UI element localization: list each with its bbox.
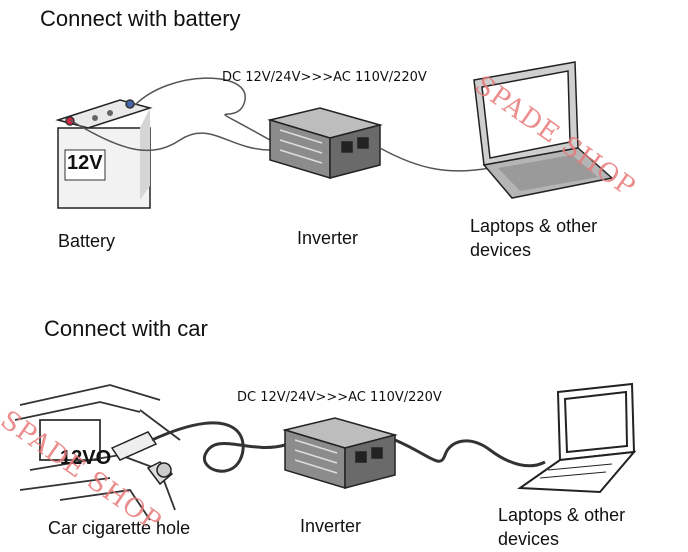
battery-badge: 12V [67,152,103,174]
inverter-illustration-1 [267,107,383,180]
laptop-cable-1 [379,147,491,172]
devices-label-car-line2: devices [498,529,560,549]
laptop-illustration-2 [517,382,637,494]
devices-label-battery-line1: Laptops & other [470,216,598,236]
devices-label-car-line1: Laptops & other [498,505,626,525]
inverter-illustration-2 [282,417,398,490]
car-socket-badge: 12VO [60,447,112,469]
conversion-label-car: DC 12V/24V>>>AC 110V/220V [237,390,442,405]
battery-label: Battery [58,231,116,251]
battery-cables [69,77,271,152]
devices-label-battery-line2: devices [470,240,532,260]
car-cables [151,421,546,473]
car-cigarette-label: Car cigarette hole [48,518,191,538]
laptop-illustration-1 [473,61,614,199]
section-title-car: Connect with car [44,316,208,341]
inverter-label-car: Inverter [300,516,362,536]
cigarette-plug [110,431,174,486]
car-dashboard-illustration [14,384,181,521]
section-title-battery: Connect with battery [40,6,241,31]
conversion-label-battery: DC 12V/24V>>>AC 110V/220V [222,70,427,85]
inverter-label-battery: Inverter [297,228,359,248]
battery-illustration [55,99,153,209]
